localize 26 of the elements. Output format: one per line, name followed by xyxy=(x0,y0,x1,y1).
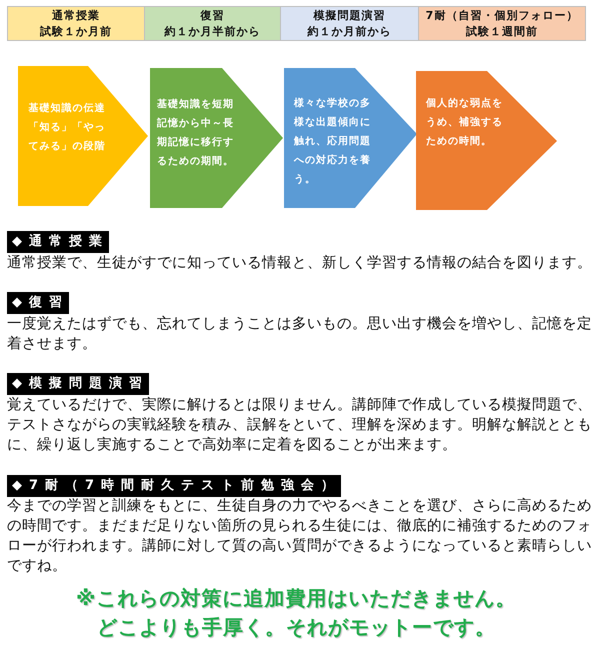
stage-panel: 基礎知識の伝達「知る」「やってみる」の段階 xyxy=(18,66,148,206)
stage-name: 模擬問題演習 xyxy=(312,8,386,24)
timing-text: 試験１か月前 xyxy=(38,24,113,40)
schedule-cell xyxy=(7,6,145,41)
stage-name: 通常授業 xyxy=(51,8,101,24)
schedule-cell xyxy=(418,6,586,41)
section-heading: ◆7耐（7時間耐久テスト前勉強会） xyxy=(7,475,342,497)
stage-name: 復習 xyxy=(199,8,226,24)
notice-text: どこよりも手厚く。それがモットーです。 xyxy=(97,614,496,641)
timing-text: 約１か月前から xyxy=(306,24,392,40)
notice-text: ※これらの対策に追加費用はいただきません。 xyxy=(76,585,516,612)
section-heading: ◆模擬問題演習 xyxy=(7,373,149,395)
stage-panel: 個人的な弱点をうめ、補強するための時間。 xyxy=(416,71,557,210)
body-paragraph: 覚えているだけで、実際に解けるとは限りません。講師陣で作成している模擬問題で、テストさながらの実戦経験を積み、誤解をといて、理解を深めます。明解な解説とともに、繰り返し実施することで高効率に定着を図ることが出来ます。 xyxy=(7,396,592,455)
section-heading: ◆復習 xyxy=(7,292,69,314)
stage-panel: 様々な学校の多様な出題傾向に触れ、応用問題への対応力を養う。 xyxy=(284,68,417,208)
schedule-cell xyxy=(144,6,281,41)
stage-name: 7耐（自習・個別フォロー） xyxy=(424,8,580,24)
schedule-cell xyxy=(280,6,419,41)
section-heading: ◆通常授業 xyxy=(7,231,109,253)
timing-text: 約１か月半前から xyxy=(163,24,262,40)
timing-text: 試験１週間前 xyxy=(464,24,539,40)
stage-panel: 基礎知識を短期記憶から中～長期記憶に移行するための期間。 xyxy=(150,68,283,208)
body-paragraph: 今までの学習と訓練をもとに、生徒自身の力でやるべきことを選び、さらに高めるための時間です。まだまだ足りない箇所の見られる生徒には、徹底的に補強するためのフォローが行われます。講師に対して質の高い質問ができるようになっていると素晴らしいですね。 xyxy=(7,496,592,576)
body-paragraph: 一度覚えたはずでも、忘れてしまうことは多いもの。思い出す機会を増やし、記憶を定着させます。 xyxy=(7,314,592,354)
body-paragraph: 通常授業で、生徒がすでに知っている情報と、新しく学習する情報の結合を図ります。 xyxy=(7,254,592,273)
